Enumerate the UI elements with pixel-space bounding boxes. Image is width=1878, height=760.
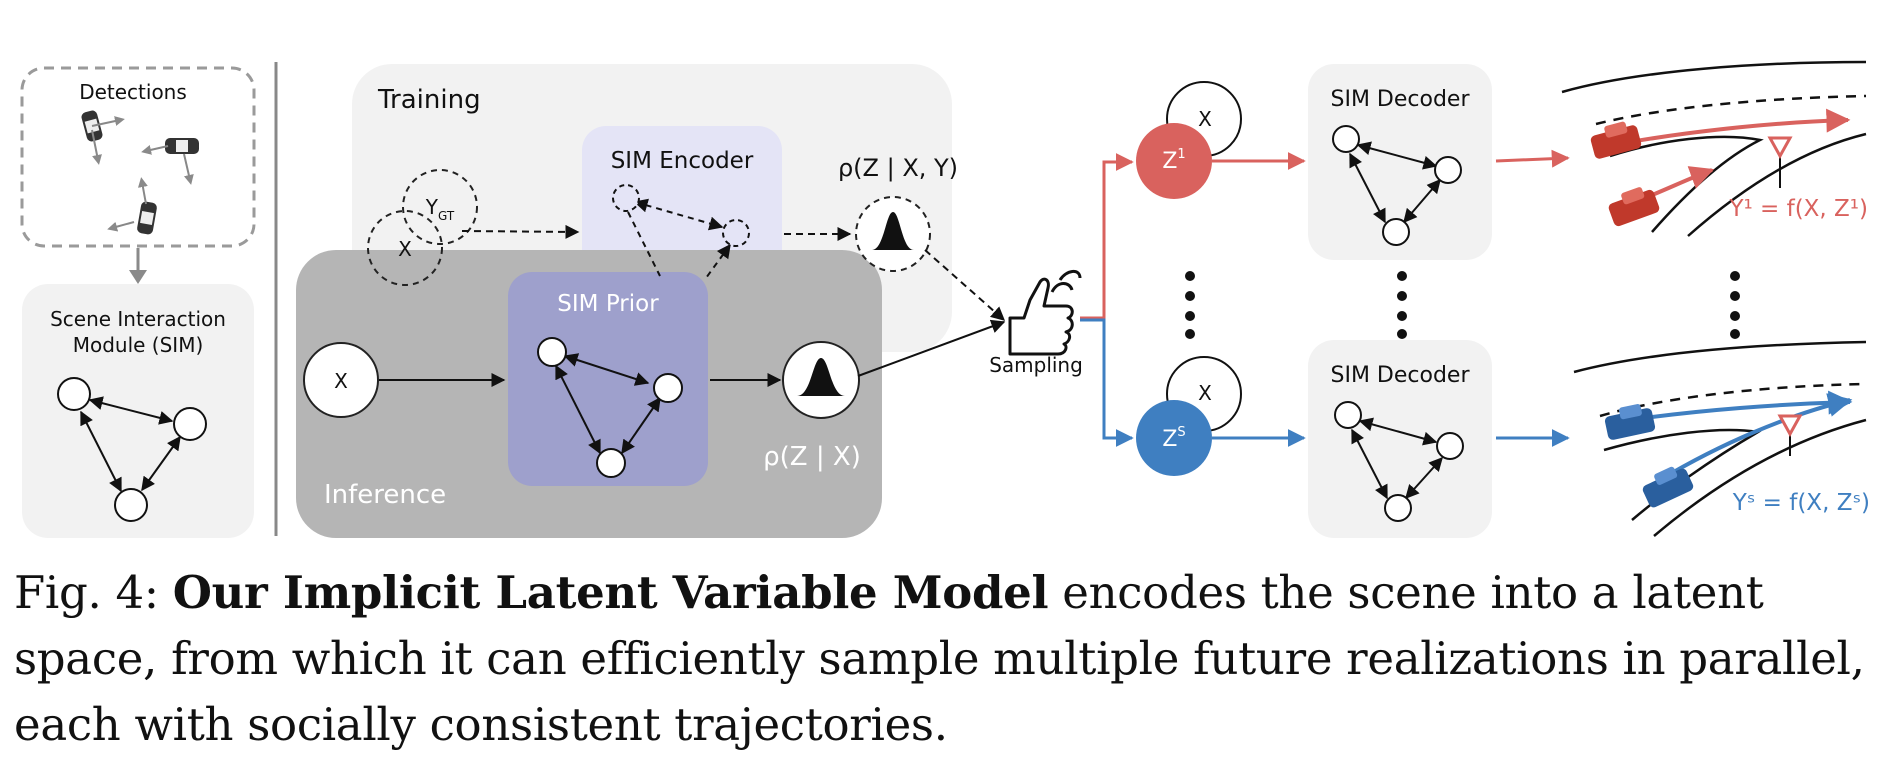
- figure-caption: Fig. 4: Our Implicit Latent Variable Mod…: [14, 560, 1874, 758]
- heading-arrow: [183, 153, 194, 185]
- prior-graph: [537, 337, 683, 478]
- caption-prefix: Fig. 4:: [14, 566, 173, 619]
- sampling-hand-icon: [1008, 270, 1082, 356]
- decoder-title-top: SIM Decoder: [1330, 87, 1470, 112]
- caption-bold-title: Our Implicit Latent Variable Model: [172, 566, 1049, 619]
- prior-label: ρ(Z | X): [763, 442, 861, 472]
- sim-title-line2: Module (SIM): [73, 333, 204, 357]
- decoder-title-bottom: SIM Decoder: [1330, 363, 1470, 388]
- caption-line-2: space, from which it can efficiently sam…: [14, 632, 1865, 685]
- trajectory-red-1: [1629, 108, 1851, 144]
- heading-arrow: [141, 145, 169, 155]
- branch-blue: [1080, 318, 1134, 447]
- yield-sign-icon: [1767, 136, 1793, 188]
- car-icon: [1608, 187, 1660, 227]
- sim-graph: [57, 377, 207, 522]
- posterior-density-icon: [872, 212, 914, 250]
- decoder-graph-bottom: [1334, 401, 1464, 522]
- heading-arrow: [137, 177, 148, 205]
- car-icon: [1590, 121, 1642, 159]
- inference-x-node: [303, 342, 379, 418]
- heading-arrow: [91, 129, 102, 165]
- sim-title-line1: Scene Interaction: [50, 307, 226, 331]
- ellipsis-dots: [1185, 271, 1740, 339]
- posterior-label: ρ(Z | X, Y): [838, 154, 958, 182]
- sampling-label: Sampling: [989, 353, 1083, 377]
- down-arrowhead: [129, 270, 147, 284]
- car-icon: [137, 201, 157, 235]
- yield-sign-icon: [1777, 414, 1803, 456]
- car-icon: [1642, 466, 1694, 508]
- context-x-label-bottom: X: [1198, 381, 1212, 405]
- ygt-node-label: YGT: [425, 195, 455, 223]
- inference-x-label: X: [334, 369, 348, 393]
- training-title: Training: [377, 85, 481, 115]
- caption-line-1: Fig. 4: Our Implicit Latent Variable Mod…: [14, 560, 1874, 626]
- posterior-to-sampling-arrow: [924, 249, 1006, 321]
- latent-z1-node: [1136, 123, 1212, 199]
- inference-title: Inference: [324, 480, 446, 510]
- training-input-arrow: [461, 224, 580, 239]
- output-label-bottom: Yˢ = f(X, Zˢ): [1732, 490, 1870, 516]
- model-diagram: Detections Scene Interaction Module (SIM…: [20, 60, 1870, 538]
- car-icon: [165, 138, 199, 154]
- context-x-label-top: X: [1198, 107, 1212, 131]
- latent-zs-label: ZS: [1162, 425, 1185, 452]
- prior-to-sampling-arrow: [857, 319, 1006, 377]
- car-icon: [81, 110, 125, 142]
- trajectory-blue-2: [1658, 393, 1853, 482]
- caption-line-3: each with socially consistent trajectori…: [14, 698, 948, 751]
- latent-zs-node: [1136, 400, 1212, 476]
- sim-prior-title: SIM Prior: [557, 291, 659, 317]
- training-x-node: [367, 210, 443, 286]
- encoder-graph: [612, 184, 750, 279]
- sim-encoder-title: SIM Encoder: [611, 148, 754, 174]
- branch-red: [1080, 153, 1134, 320]
- detections-title: Detections: [79, 80, 187, 104]
- decoder-to-output-arrow-top: [1495, 149, 1570, 168]
- car-icon: [1604, 404, 1656, 440]
- detections-box: [20, 66, 256, 248]
- heading-arrow: [107, 221, 135, 232]
- caption-line1-rest: encodes the scene into a latent: [1048, 566, 1764, 619]
- training-x-label: X: [398, 237, 412, 261]
- road-scene-top: [1561, 60, 1867, 237]
- prior-density-icon: [797, 358, 845, 396]
- ygt-node: [402, 169, 478, 245]
- output-label-top: Y¹ = f(X, Z¹): [1728, 196, 1868, 222]
- decoder-graph-top: [1332, 125, 1462, 246]
- trajectory-blue-1: [1629, 390, 1853, 422]
- latent-z1-label: Z1: [1162, 147, 1185, 174]
